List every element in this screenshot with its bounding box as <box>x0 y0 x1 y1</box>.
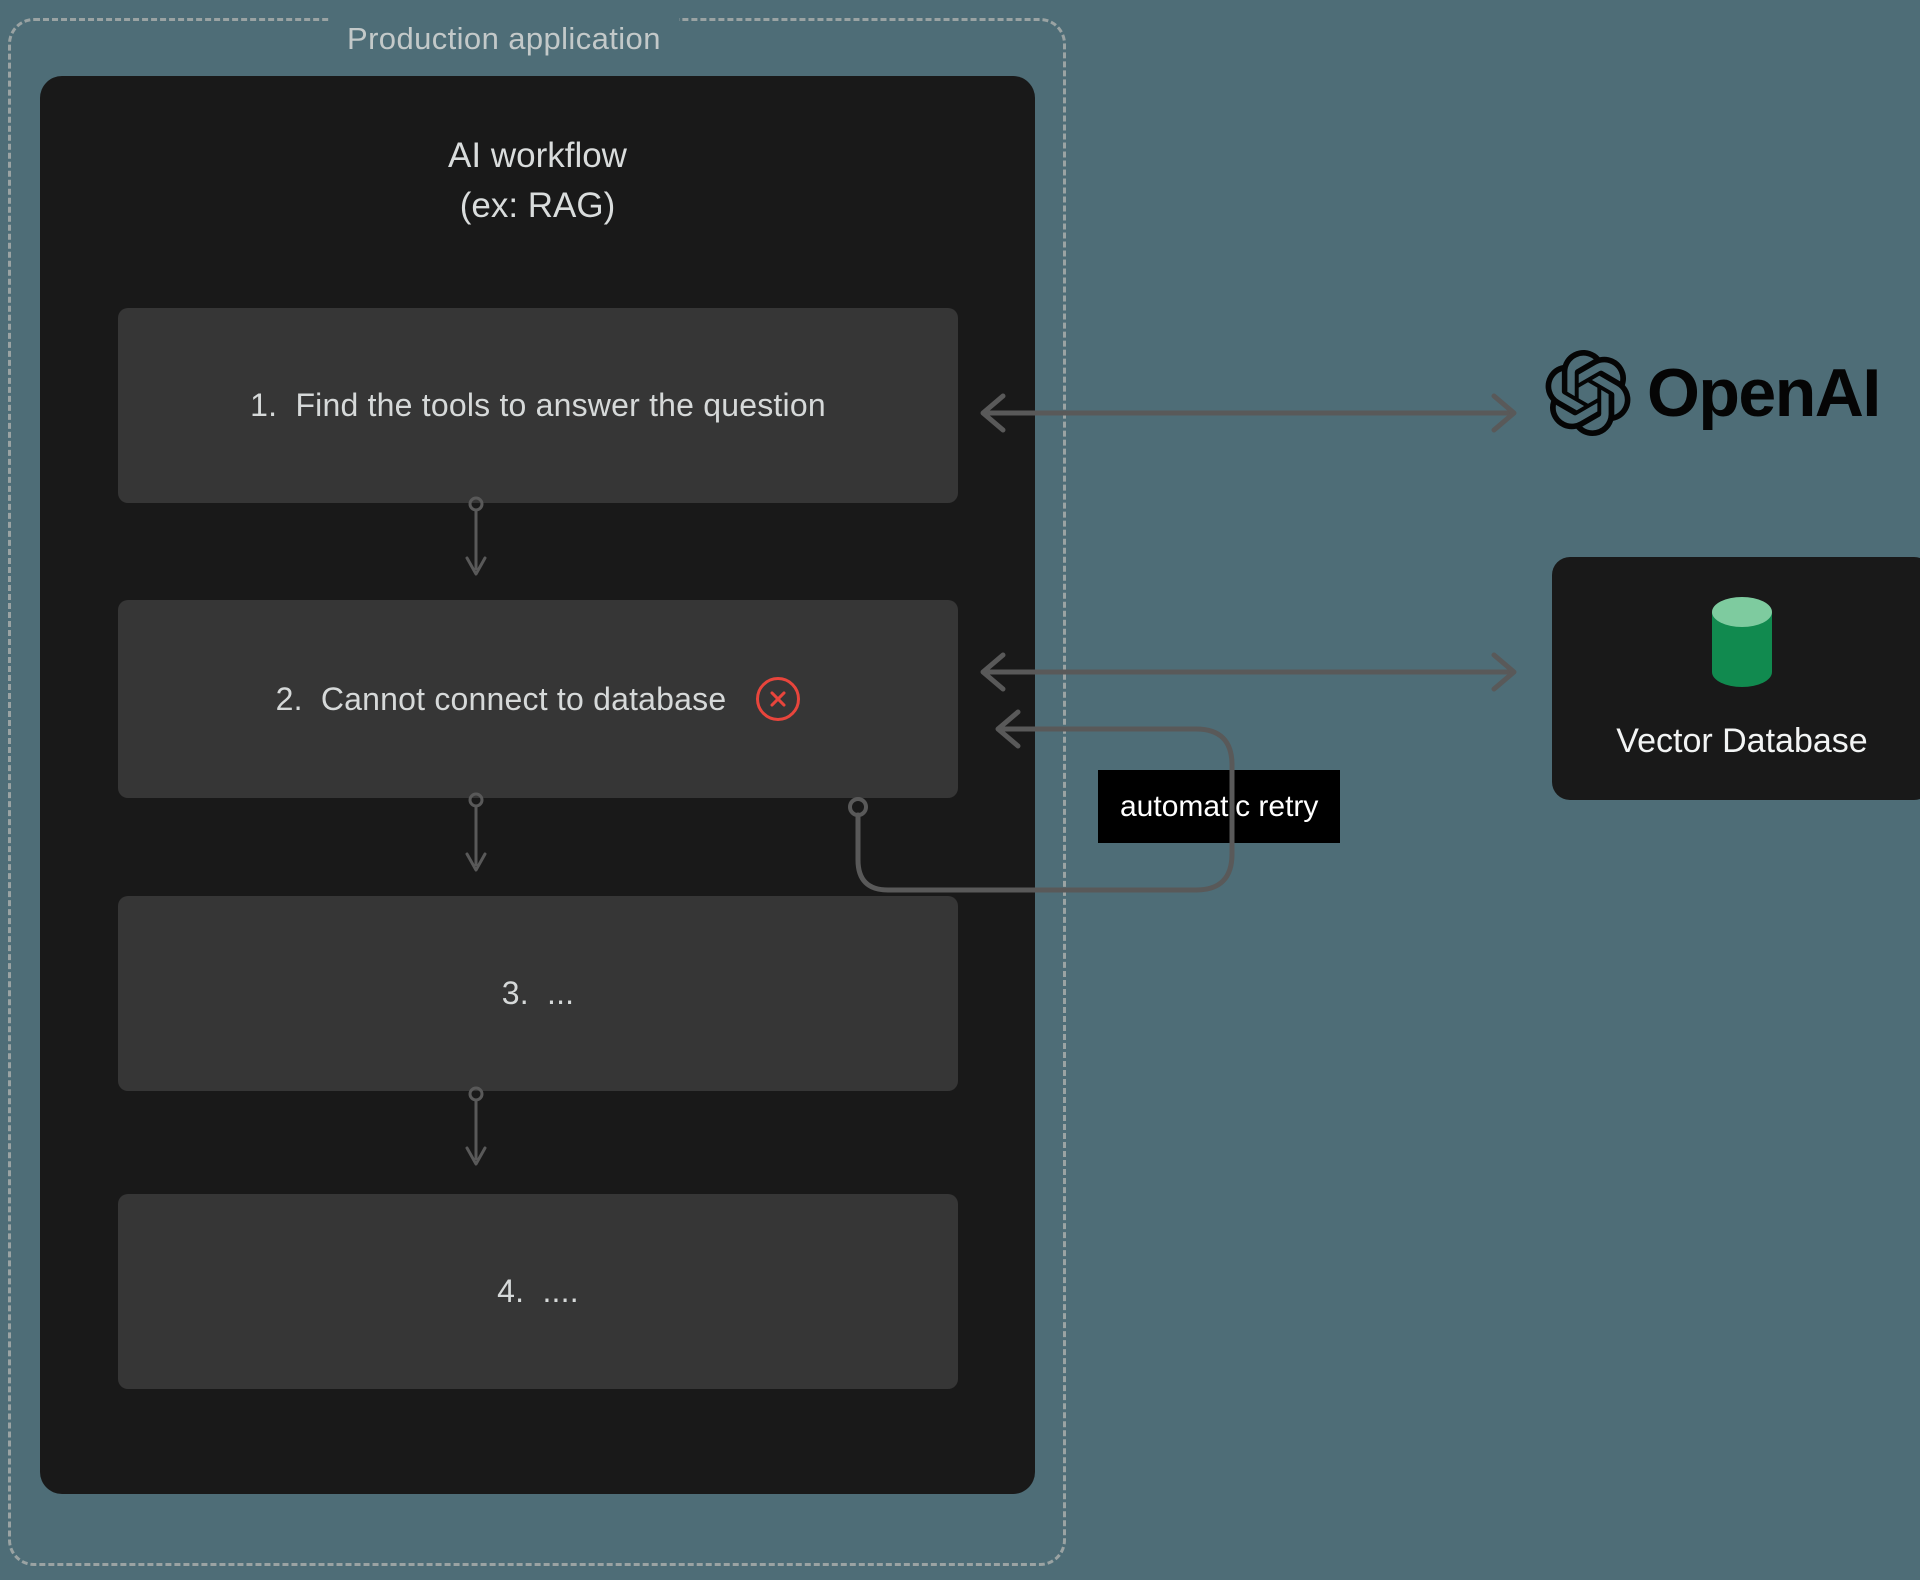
database-cylinder-icon <box>1712 597 1772 687</box>
connector-step-1-to-2 <box>464 496 488 589</box>
openai-wordmark: OpenAI <box>1647 355 1881 431</box>
vector-database-label: Vector Database <box>1616 722 1868 760</box>
workflow-step-4-label: 4. .... <box>497 1273 579 1309</box>
connector-step-3-to-4 <box>464 1086 488 1179</box>
automatic-retry-chip: automatic retry <box>1098 770 1341 843</box>
workflow-step-1[interactable]: 1. Find the tools to answer the question <box>118 308 958 503</box>
workflow-step-2-label: 2. Cannot connect to database <box>275 680 727 717</box>
automatic-retry-label: automatic retry <box>1120 789 1319 823</box>
vector-database-card: Vector Database <box>1552 557 1920 800</box>
arrow-down-icon <box>465 1086 487 1166</box>
workflow-step-3-label: 3. ... <box>501 975 575 1011</box>
arrow-down-icon <box>465 496 487 576</box>
production-application-label: Production application <box>329 17 679 61</box>
ai-workflow-card: AI workflow (ex: RAG) 1. Find the tools … <box>40 76 1035 1494</box>
arrow-down-icon <box>465 792 487 872</box>
error-circle-x-icon <box>756 677 801 721</box>
openai-knot-icon <box>1545 350 1631 436</box>
workflow-step-2[interactable]: 2. Cannot connect to database <box>118 600 958 798</box>
workflow-step-4[interactable]: 4. .... <box>118 1194 958 1389</box>
workflow-step-1-label: 1. Find the tools to answer the question <box>250 387 826 423</box>
openai-service: OpenAI <box>1545 350 1881 436</box>
ai-workflow-title: AI workflow (ex: RAG) <box>448 136 627 225</box>
connector-step-2-to-3 <box>464 792 488 885</box>
workflow-step-3[interactable]: 3. ... <box>118 896 958 1091</box>
